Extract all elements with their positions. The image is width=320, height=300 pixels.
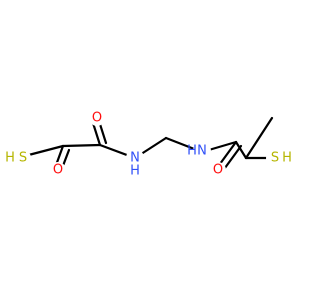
atom-nitrogen-right: N <box>197 144 207 159</box>
bond-c-ch <box>234 140 248 160</box>
atom-hydrogen-left: H <box>5 151 15 166</box>
atoms: O S H O N H N H O S H <box>5 110 292 179</box>
atom-oxygen-bottom-right: O <box>213 163 223 178</box>
atom-hydrogen-nitrogen-right: H <box>187 144 197 159</box>
atom-nitrogen-left: N <box>130 151 140 166</box>
atom-hydrogen-nitrogen-left: H <box>130 164 140 179</box>
molecule-diagram: O S H O N H N H O S H <box>5 110 292 179</box>
atom-sulfur-right: S <box>271 151 279 166</box>
atom-oxygen-bottom-left: O <box>53 163 63 178</box>
atom-oxygen-top-left: O <box>92 111 102 126</box>
atom-sulfur-left: S <box>19 151 27 166</box>
bond-c-o-top-left-1 <box>91 121 102 147</box>
bond-c-c <box>61 143 102 148</box>
atom-hydrogen-right: H <box>282 151 292 166</box>
bond-ch-ch3 <box>244 116 274 160</box>
